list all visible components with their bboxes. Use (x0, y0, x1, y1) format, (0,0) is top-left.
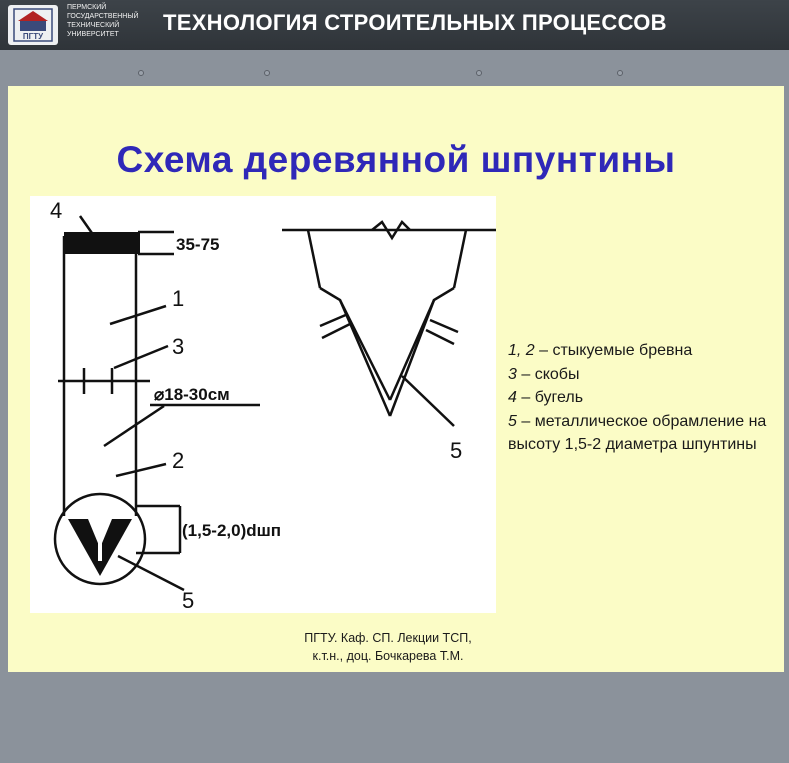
svg-text:ПГТУ: ПГТУ (23, 32, 44, 41)
footer-note: ПГТУ. Каф. СП. Лекции ТСП, к.т.н., доц. … (304, 631, 472, 663)
diagram-drawing: 4 1 3 2 5 5 35-75 ⌀18-30см (1,5-2,0)dшп (50, 198, 496, 613)
tip-circle (53, 492, 147, 586)
label-2: 2 (172, 448, 184, 473)
label-5-right: 5 (450, 438, 462, 463)
slide-area: Схема деревянной шпунтины (8, 86, 784, 672)
label-5-left: 5 (182, 588, 194, 613)
university-name: ПЕРМСКИЙ ГОСУДАРСТВЕННЫЙ ТЕХНИЧЕСКИЙ УНИ… (67, 4, 139, 38)
legend-item: 1, 2 – стыкуемые бревна (508, 342, 693, 359)
legend-item: 3 – скобы (508, 365, 580, 383)
label-1: 1 (172, 286, 184, 311)
university-logo: ПГТУ (8, 5, 58, 45)
course-title: ТЕХНОЛОГИЯ СТРОИТЕЛЬНЫХ ПРОЦЕССОВ (163, 10, 667, 35)
dim-top: 35-75 (176, 235, 219, 254)
nav-dot (264, 70, 270, 76)
sheet-pile-diagram: 4 1 3 2 5 5 35-75 ⌀18-30см (1,5-2,0)dшп (30, 196, 496, 613)
label-3: 3 (172, 334, 184, 359)
nav-dot (617, 70, 623, 76)
dim-bottom: (1,5-2,0)dшп (182, 521, 281, 540)
nav-dot (138, 70, 144, 76)
slide-title: Схема деревянной шпунтины (116, 139, 676, 180)
nav-dot (476, 70, 482, 76)
dim-diameter: ⌀18-30см (154, 385, 230, 404)
label-4: 4 (50, 198, 62, 223)
bugel-band (64, 232, 140, 254)
pile-section (282, 220, 496, 427)
legend-item: 4 – бугель (508, 389, 584, 406)
header-bar: ПГТУ ПЕРМСКИЙ ГОСУДАРСТВЕННЫЙ ТЕХНИЧЕСКИ… (0, 0, 789, 50)
legend-item: 5 – металлическое обрамление на высоту 1… (508, 412, 767, 454)
legend: 1, 2 – стыкуемые бревна 3 – скобы 4 – бу… (508, 339, 778, 457)
logo-icon: ПГТУ (13, 8, 53, 42)
sub-bar (0, 50, 789, 86)
